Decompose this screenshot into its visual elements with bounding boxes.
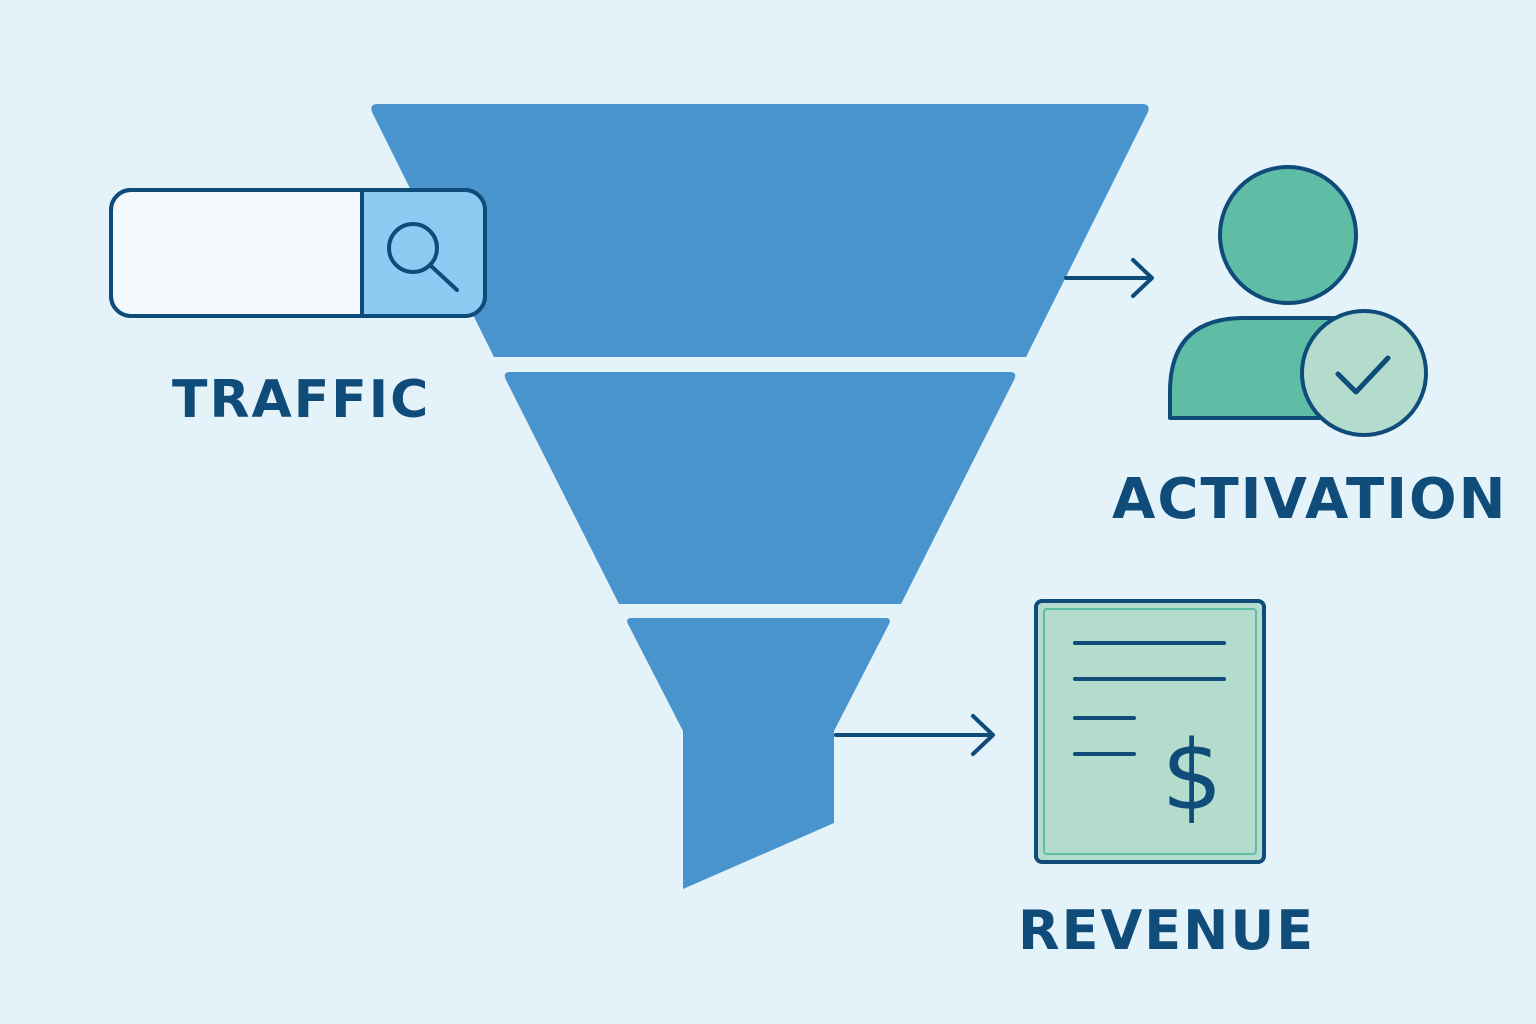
user-check-icon <box>1168 165 1428 437</box>
check-badge <box>1300 309 1428 437</box>
user-head <box>1218 165 1358 305</box>
check-icon <box>1335 355 1391 395</box>
revenue-arrow <box>834 714 995 756</box>
funnel-bottom-segment <box>627 618 890 889</box>
invoice-lines <box>1073 641 1226 756</box>
funnel-top-segment <box>371 104 1149 357</box>
search-bar-icon <box>109 188 487 318</box>
activation-arrow <box>1064 258 1154 298</box>
dollar-sign-icon: $ <box>1161 720 1222 832</box>
activation-label: ACTIVATION <box>1112 467 1508 532</box>
traffic-label: TRAFFIC <box>172 370 431 430</box>
funnel-middle-segment <box>504 372 1016 604</box>
funnel <box>371 104 1149 889</box>
magnifier-icon <box>387 222 459 292</box>
revenue-label: REVENUE <box>1018 899 1316 962</box>
invoice-dollar-icon: $ <box>1034 599 1266 864</box>
